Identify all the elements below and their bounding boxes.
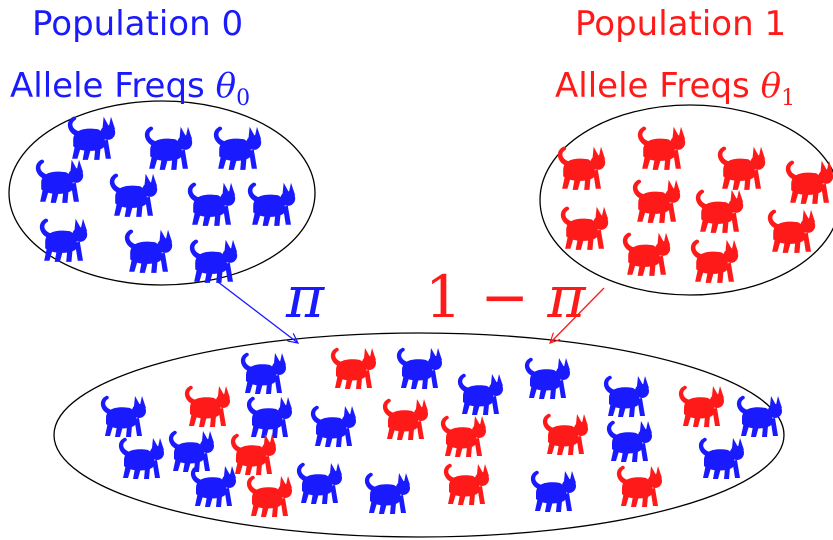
cat-icon <box>230 433 276 475</box>
cat-icon <box>524 357 570 399</box>
admixed-population-cats <box>100 347 782 517</box>
cat-icon <box>690 239 739 283</box>
arrow-population-0-to-admixed <box>217 281 298 343</box>
cat-icon <box>187 182 236 226</box>
cat-icon <box>109 173 158 217</box>
mixing-weight-one-minus-pi: 1 − π <box>425 266 586 328</box>
cat-icon <box>457 373 503 415</box>
cat-icon <box>247 182 296 226</box>
cat-icon <box>168 430 214 472</box>
admixed-population-ellipse <box>53 332 785 538</box>
population-1-title: Population 1 <box>575 4 787 44</box>
cat-icon <box>736 395 782 437</box>
population-0-ellipse <box>8 100 316 286</box>
cat-icon <box>240 352 286 394</box>
cat-icon <box>246 475 292 517</box>
cat-icon <box>35 159 84 203</box>
cat-icon <box>330 347 376 389</box>
cat-icon <box>717 146 766 190</box>
mixing-weight-pi: π <box>286 263 325 331</box>
arrow-population-1-to-admixed <box>550 287 605 343</box>
cat-icon <box>364 472 410 514</box>
population-1-cats <box>557 126 833 283</box>
cat-icon <box>557 146 606 190</box>
cat-icon <box>698 437 744 479</box>
cat-icon <box>440 415 486 457</box>
theta-0-symbol: θ <box>215 66 237 106</box>
cat-icon <box>190 465 236 507</box>
population-0-freq-label: Allele Freqs θ0 <box>10 66 250 111</box>
cat-icon <box>767 209 816 253</box>
cat-icon <box>396 347 442 389</box>
population-0-title: Population 0 <box>32 4 244 44</box>
cat-icon <box>695 189 744 233</box>
cat-icon <box>189 239 238 283</box>
cat-icon <box>443 463 489 505</box>
cat-icon <box>530 470 576 512</box>
cat-icon <box>606 420 652 462</box>
population-0-cats <box>35 116 296 283</box>
cat-icon <box>560 206 609 250</box>
cat-icon <box>542 413 588 455</box>
cat-icon <box>184 385 230 427</box>
theta-1-subscript: 1 <box>781 86 796 111</box>
cat-icon <box>246 396 292 438</box>
cat-icon <box>678 385 724 427</box>
theta-1-symbol: θ <box>760 66 782 106</box>
cat-icon <box>144 126 193 170</box>
cat-icon <box>124 229 173 273</box>
cat-icon <box>622 232 671 276</box>
theta-0-subscript: 0 <box>236 86 251 111</box>
population-1-freq-text: Allele Freqs <box>555 66 750 106</box>
cat-icon <box>310 405 356 447</box>
one-minus-pi-symbol: π <box>547 263 586 331</box>
one-minus-prefix: 1 − <box>425 263 548 331</box>
cat-icon <box>785 160 833 204</box>
cat-icon <box>67 116 116 160</box>
cat-icon <box>603 375 649 417</box>
population-1-ellipse <box>539 104 833 296</box>
cat-icon <box>213 126 262 170</box>
population-1-freq-label: Allele Freqs θ1 <box>555 66 795 111</box>
cat-icon <box>616 465 662 507</box>
cat-icon <box>39 218 88 262</box>
cat-icon <box>100 395 146 437</box>
cat-icon <box>382 398 428 440</box>
cat-icon <box>632 179 681 223</box>
cat-icon <box>118 437 164 479</box>
cat-icon <box>637 126 686 170</box>
cat-icon <box>296 462 342 504</box>
population-0-freq-text: Allele Freqs <box>10 66 205 106</box>
